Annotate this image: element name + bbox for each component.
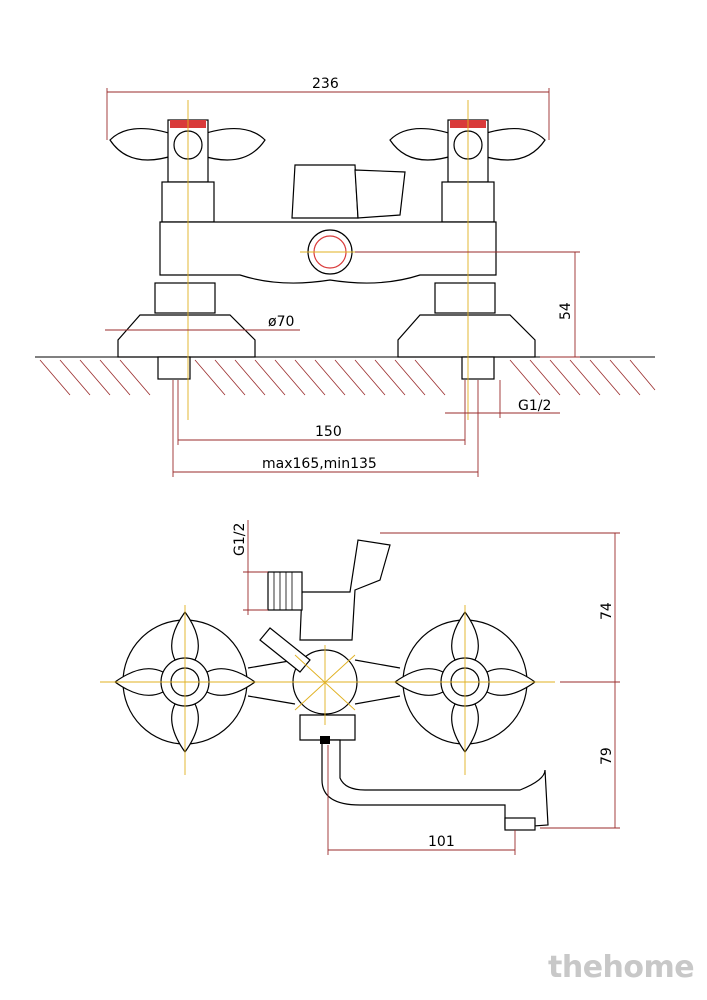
dim-total-width: 236 [312,76,339,92]
dim-range: max165,min135 [262,456,377,472]
top-view: G1/2 74 79 101 [100,520,620,855]
dim-center-distance: 150 [315,424,342,440]
dim-height-74: 74 [599,602,615,620]
dim-height-79: 79 [599,747,615,765]
watermark-logo: thehome [548,950,695,985]
dim-height-54: 54 [558,302,574,320]
dim-spout-101: 101 [428,834,455,850]
front-view: 236 54 ø70 G1/2 150 max165,min135 [35,76,656,477]
right-handle [389,119,546,223]
dimension-lines-top [243,520,620,855]
dim-flange-dia: ø70 [268,314,294,330]
left-handle [109,119,266,223]
mixer-body [159,164,497,284]
dim-thread-top: G1/2 [518,398,551,414]
wall-hatching [35,356,656,396]
dim-thread-side: G1/2 [232,523,248,556]
dimension-lines-front [105,88,580,477]
right-connector [397,282,536,380]
left-connector [117,282,256,380]
top-body [247,539,549,831]
